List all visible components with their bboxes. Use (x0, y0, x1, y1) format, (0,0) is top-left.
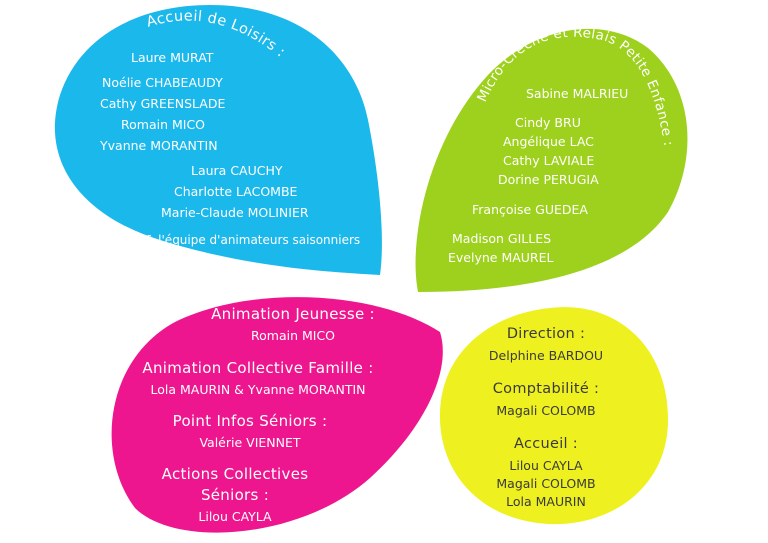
creche-member: Cathy LAVIALE (503, 153, 595, 168)
loisirs-member: Yvanne MORANTIN (100, 138, 218, 153)
actions-seniors-title-line2: Séniors : (200, 486, 270, 504)
actions-seniors-title-line1: Actions Collectives (161, 465, 309, 483)
creche-member: Sabine MALRIEU (526, 86, 629, 101)
loisirs-member: Laura CAUCHY (191, 163, 283, 178)
loisirs-member: Laure MURAT (131, 50, 214, 65)
loisirs-member: Noélie CHABEAUDY (102, 75, 223, 90)
loisirs-member: Charlotte LACOMBE (174, 184, 298, 199)
point-infos-member: Valérie VIENNET (199, 435, 301, 450)
direction-member: Delphine BARDOU (488, 348, 604, 363)
animation-famille-title: Animation Collective Famille : (142, 359, 374, 377)
loisirs-member: Cathy GREENSLADE (100, 96, 226, 111)
loisirs-member: Romain MICO (121, 117, 206, 132)
creche-member: Evelyne MAUREL (448, 250, 554, 265)
creche-member: Angélique LAC (503, 134, 594, 149)
green-petal (415, 28, 688, 292)
accueil-member: Lilou CAYLA (509, 458, 583, 473)
accueil-member: Magali COLOMB (496, 476, 596, 491)
accueil-title: Accueil : (514, 436, 578, 452)
creche-member: Dorine PERUGIA (498, 172, 599, 187)
creche-member: Cindy BRU (515, 115, 581, 130)
loisirs-member: & l'équipe d'animateurs saisonniers (145, 233, 361, 247)
creche-member: Françoise GUEDEA (472, 202, 588, 217)
yellow-petal (439, 307, 668, 525)
point-infos-title: Point Infos Séniors : (172, 412, 328, 430)
direction-title: Direction : (506, 326, 586, 342)
comptabilite-member: Magali COLOMB (496, 403, 596, 418)
creche-member: Madison GILLES (452, 231, 552, 246)
pink-petal (111, 297, 443, 533)
blue-petal (54, 5, 382, 275)
loisirs-member: Marie-Claude MOLINIER (161, 205, 309, 220)
accueil-member: Lola MAURIN (506, 494, 586, 509)
animation-famille-member: Lola MAURIN & Yvanne MORANTIN (150, 382, 366, 397)
actions-seniors-member: Lilou CAYLA (198, 509, 272, 524)
comptabilite-title: Comptabilité : (492, 381, 600, 397)
animation-jeunesse-member: Romain MICO (250, 328, 336, 343)
animation-jeunesse-title: Animation Jeunesse : (211, 305, 375, 323)
